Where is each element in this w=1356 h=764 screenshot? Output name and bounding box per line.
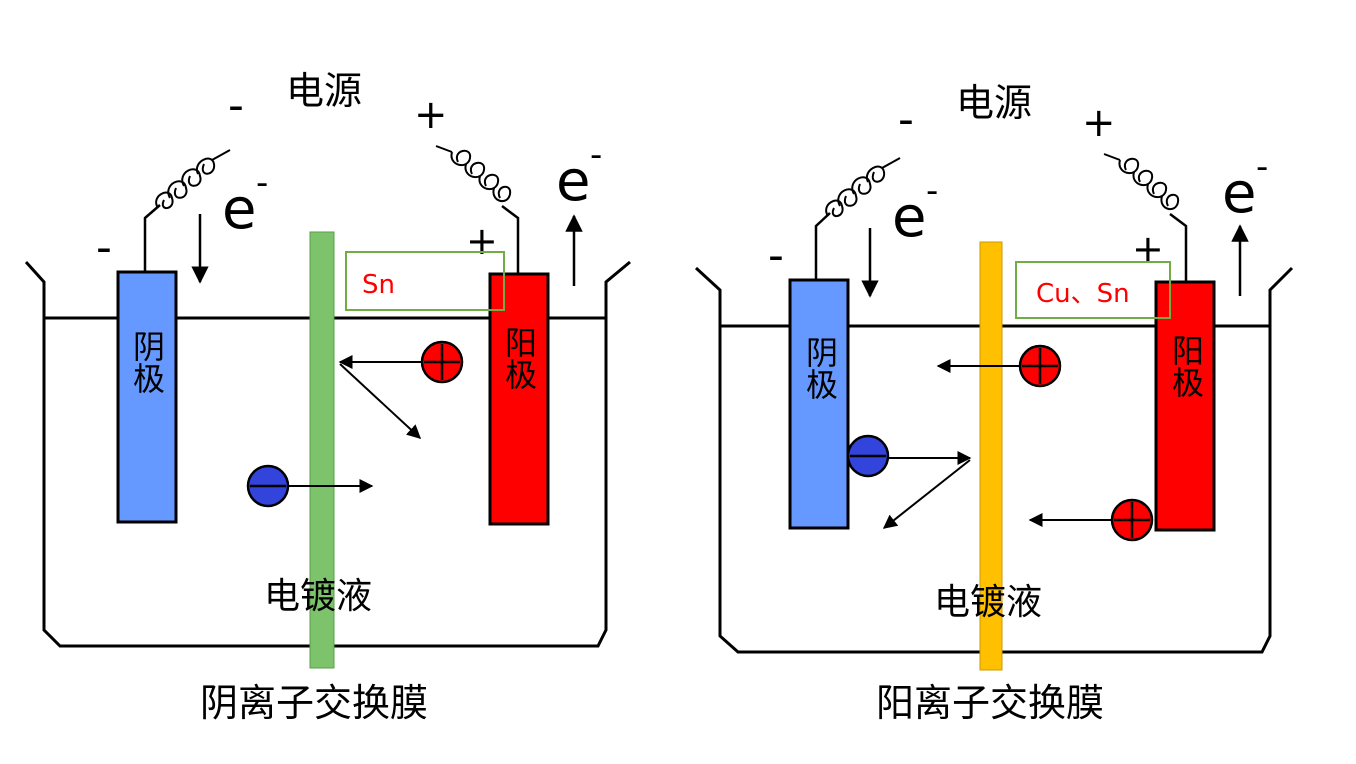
cathode-electrode — [116, 270, 178, 524]
cation-icon — [1110, 498, 1154, 542]
cathode-electrode — [788, 278, 850, 530]
solution-label: 电镀液 — [264, 576, 372, 617]
svg-text:e: e — [892, 185, 926, 250]
cathode-wire — [814, 212, 831, 280]
solution-label: 电镀液 — [934, 582, 1042, 623]
svg-text:e: e — [556, 149, 590, 214]
anion-exchange-membrane — [309, 231, 335, 669]
power-source-label: 电源 — [286, 69, 362, 113]
svg-text:-: - — [256, 163, 268, 203]
anode-electrode — [1154, 280, 1216, 532]
power-positive-sign: + — [1082, 100, 1116, 146]
svg-text:e: e — [1222, 161, 1256, 226]
membrane-label: 阴离子交换膜 — [200, 681, 428, 725]
cathode-label: 阴极 — [128, 330, 166, 394]
anode-wire — [1169, 213, 1188, 282]
anion-icon — [846, 434, 890, 478]
anode-sign: + — [1132, 227, 1164, 271]
electroplating-cell-left: 电源 - + - + e - e - 阴极 阳极 Sn — [24, 69, 631, 725]
cation-icon — [420, 340, 464, 384]
electron-label-anode: e - — [1222, 147, 1268, 226]
anode-wire — [501, 205, 520, 274]
power-positive-sign: + — [414, 92, 448, 138]
coil-negative — [825, 157, 901, 217]
membrane-label: 阳离子交换膜 — [876, 681, 1104, 725]
electron-label-cathode: e - — [892, 171, 938, 250]
anode-sign: + — [466, 219, 498, 263]
electron-label-anode: e - — [556, 135, 602, 214]
metal-box-label: Cu、Sn — [1036, 279, 1130, 309]
electron-label-cathode: e - — [222, 163, 268, 242]
power-negative-sign: - — [898, 94, 914, 145]
power-source-label: 电源 — [956, 81, 1032, 125]
electroplating-cell-right: 电源 - + - + e - e - 阴极 阳极 Cu、Sn — [694, 81, 1294, 725]
power-negative-sign: - — [228, 80, 244, 131]
cathode-sign: - — [96, 222, 112, 273]
metal-box — [345, 251, 505, 311]
svg-text:e: e — [222, 177, 256, 242]
anode-electrode — [488, 272, 550, 526]
svg-text:-: - — [926, 171, 938, 211]
svg-text:-: - — [590, 135, 602, 175]
metal-box — [1015, 261, 1171, 319]
metal-box-label: Sn — [362, 270, 395, 300]
svg-text:-: - — [1256, 147, 1268, 187]
anion-icon — [246, 464, 290, 508]
cation-exchange-membrane — [979, 241, 1003, 671]
coil-negative — [155, 149, 231, 209]
anode-label: 阳极 — [500, 326, 538, 390]
anion-reflect-arrow — [882, 459, 971, 529]
cation-reflect-arrow — [339, 363, 422, 439]
coil-positive — [435, 145, 512, 203]
cation-icon — [1018, 344, 1062, 388]
cathode-label: 阴极 — [801, 336, 839, 400]
cathode-sign: - — [768, 230, 784, 281]
anode-label: 阳极 — [1167, 334, 1205, 398]
cathode-wire — [143, 204, 161, 272]
coil-positive — [1103, 153, 1180, 211]
